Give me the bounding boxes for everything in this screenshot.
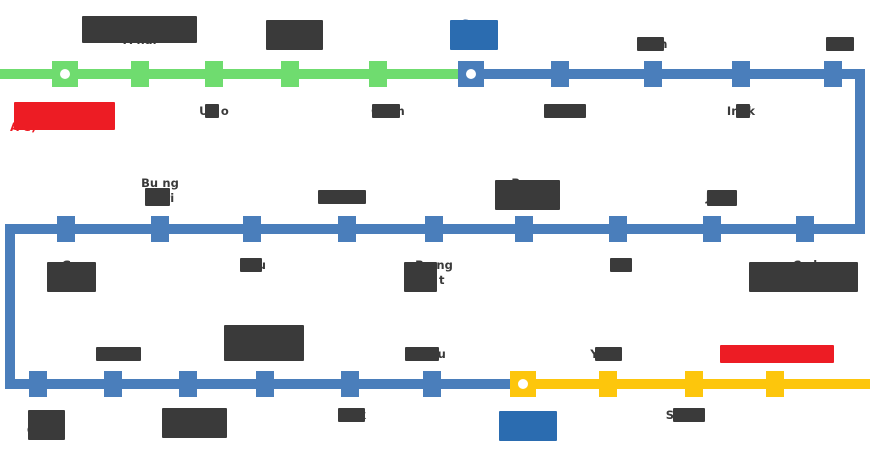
station-marker-s03[interactable] [205, 61, 223, 87]
redaction-block-s04-0 [266, 20, 323, 50]
redaction-block-s20-0 [28, 410, 65, 440]
line-segment-green-trunk [0, 69, 472, 79]
redaction-block-s08-0 [637, 37, 664, 51]
station-marker-s11[interactable] [57, 216, 75, 242]
station-marker-s17[interactable] [609, 216, 627, 242]
redaction-block-s01-0 [82, 16, 197, 43]
station-marker-s09[interactable] [732, 61, 750, 87]
station-marker-s15[interactable] [425, 216, 443, 242]
redaction-block-s05-0 [372, 104, 400, 118]
redaction-block-s03-0 [205, 104, 219, 118]
redaction-block-s21-0 [96, 347, 141, 361]
station-marker-s21[interactable] [104, 371, 122, 397]
station-marker-s16[interactable] [515, 216, 533, 242]
station-marker-s04[interactable] [281, 61, 299, 87]
redaction-block-s25-0 [405, 347, 439, 361]
station-marker-s12[interactable] [151, 216, 169, 242]
station-marker-s07[interactable] [551, 61, 569, 87]
redaction-block-s09-0 [736, 104, 750, 118]
station-marker-s29[interactable] [766, 371, 784, 397]
redaction-block-s22-0 [162, 408, 227, 438]
station-marker-s19[interactable] [796, 216, 814, 242]
redaction-block-s24-0 [338, 408, 365, 422]
redaction-block-s15-0 [404, 262, 437, 292]
station-marker-s23[interactable] [256, 371, 274, 397]
redaction-block-s28-0 [673, 408, 705, 422]
station-marker-s02[interactable] [131, 61, 149, 87]
station-marker-s18[interactable] [703, 216, 721, 242]
station-marker-s14[interactable] [338, 216, 356, 242]
redaction-block-s18-0 [707, 190, 737, 206]
redaction-block-s14-0 [318, 190, 366, 204]
redaction-block-s27-0 [595, 347, 622, 361]
redaction-block-s29-0 [720, 345, 834, 363]
station-marker-s24[interactable] [341, 371, 359, 397]
redaction-block-terminus-red-label-0 [14, 102, 115, 130]
station-marker-s25[interactable] [423, 371, 441, 397]
station-marker-s28[interactable] [685, 371, 703, 397]
redaction-block-s11-0 [47, 262, 96, 292]
station-marker-s08[interactable] [644, 61, 662, 87]
redaction-block-s06-0 [450, 20, 498, 50]
redaction-block-s07-0 [544, 104, 586, 118]
station-marker-s01[interactable] [52, 61, 78, 87]
redaction-block-s23-0 [224, 325, 304, 361]
redaction-block-s26-0 [499, 411, 557, 441]
station-marker-s22[interactable] [179, 371, 197, 397]
station-marker-s13[interactable] [243, 216, 261, 242]
redaction-block-s16-0 [495, 180, 560, 210]
station-marker-s10[interactable] [824, 61, 842, 87]
redaction-block-s17-0 [610, 258, 632, 272]
redaction-block-s10-0 [826, 37, 854, 51]
station-marker-s26[interactable] [510, 371, 536, 397]
station-marker-s27[interactable] [599, 371, 617, 397]
line-segment-blue-left-drop [5, 224, 15, 384]
station-marker-s06[interactable] [458, 61, 484, 87]
line-segment-blue-right-drop [855, 69, 865, 234]
redaction-block-s19-0 [749, 262, 858, 292]
station-marker-s05[interactable] [369, 61, 387, 87]
line-segment-blue-row1 [465, 69, 865, 79]
redaction-block-s12-0 [145, 188, 170, 206]
redaction-block-s13-0 [240, 258, 262, 272]
station-marker-s20[interactable] [29, 371, 47, 397]
